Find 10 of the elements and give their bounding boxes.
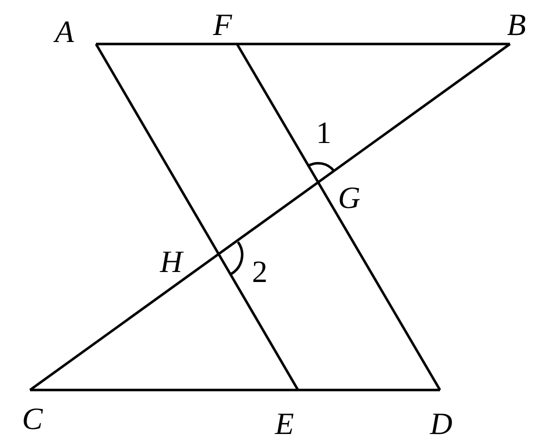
angle-label: 2	[252, 256, 268, 287]
point-label: D	[430, 408, 452, 439]
angle-label: 1	[316, 117, 332, 148]
point-label: C	[22, 403, 43, 434]
point-label: E	[275, 408, 294, 439]
point-label: F	[213, 9, 232, 40]
point-label: A	[55, 16, 74, 47]
point-label: H	[160, 246, 182, 277]
point-label: B	[507, 9, 526, 40]
point-label: G	[338, 182, 360, 213]
